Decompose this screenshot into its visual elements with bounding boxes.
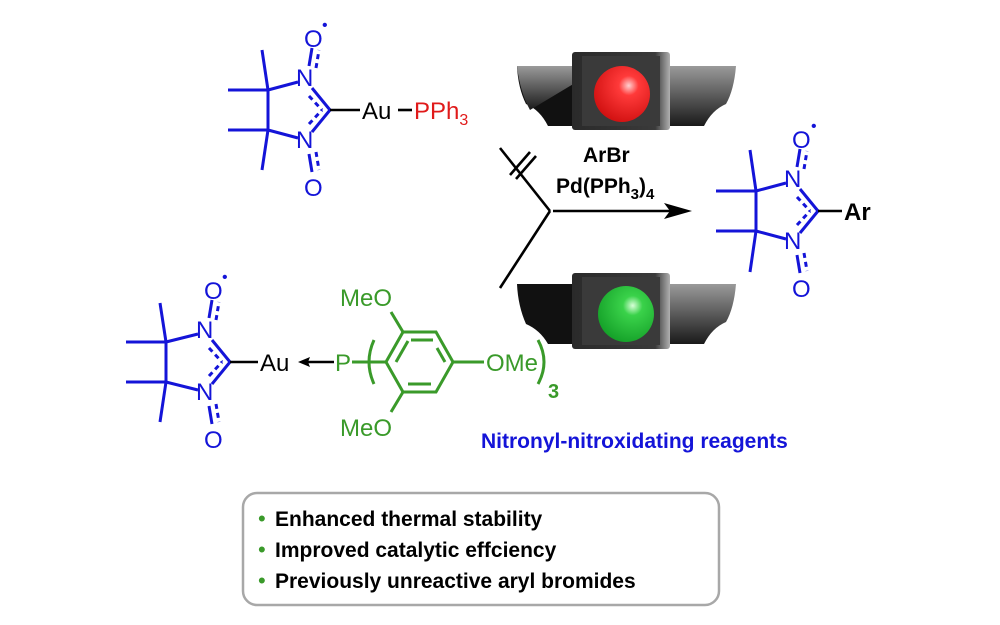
bullet-icon: • xyxy=(258,537,266,562)
n-o-dash xyxy=(214,301,221,321)
gold-atom: Au xyxy=(260,350,289,377)
methoxy-group-para: OMe xyxy=(486,350,538,377)
product-structure: N N O O • Ar xyxy=(716,118,871,303)
methyl-bond xyxy=(748,230,758,273)
aromatic-bond xyxy=(435,347,447,363)
bullet-icon: • xyxy=(258,506,266,531)
n-o-bond xyxy=(207,299,214,319)
triphenylphosphine-ligand: PPh3 xyxy=(414,98,468,129)
delocalized-bond xyxy=(307,108,324,126)
ring-bond xyxy=(267,80,299,92)
blocked-pathway-line xyxy=(498,147,552,212)
ortho-methoxy-bond xyxy=(389,311,405,333)
reagent-label: ArBr xyxy=(583,144,630,167)
benefit-item: • Improved catalytic effciency xyxy=(258,537,557,562)
active-pathway-line xyxy=(498,210,552,289)
aryl-group-label: Ar xyxy=(844,199,871,226)
ring-bond xyxy=(310,109,332,133)
methyl-bond xyxy=(158,381,168,423)
signal-go-icon xyxy=(517,273,736,349)
delocalized-bond xyxy=(307,94,324,112)
oxygen-atom: O xyxy=(792,276,811,303)
delocalized-bond xyxy=(207,360,224,378)
benefit-item: • Enhanced thermal stability xyxy=(258,506,543,531)
n-o-dash xyxy=(314,151,321,171)
nitrogen-atom: N xyxy=(196,379,213,406)
phosphorus-atom: P xyxy=(335,350,351,377)
gold-atom: Au xyxy=(362,98,391,125)
delocalized-bond xyxy=(795,195,812,213)
signal-stop-icon xyxy=(517,52,736,130)
dative-arrowhead xyxy=(298,357,310,367)
methoxy-group-top: MeO xyxy=(340,285,392,312)
methoxy-group-bottom: MeO xyxy=(340,415,392,442)
n-o-bond xyxy=(307,153,314,173)
ring-bond xyxy=(165,332,199,344)
radical-dot: • xyxy=(811,118,817,135)
oxygen-atom: O xyxy=(304,26,323,53)
n-o-dash xyxy=(314,49,321,69)
red-light xyxy=(594,66,650,122)
ring-bond xyxy=(798,188,820,212)
blocked-mark-icon xyxy=(515,155,537,180)
aromatic-bond xyxy=(394,340,410,363)
ring-bond xyxy=(165,380,199,392)
reagent-bottom-structure: N N O O • Au P MeO MeO OMe 3 xyxy=(126,269,559,454)
reagent-caption: Nitronyl-nitroxidating reagents xyxy=(481,430,788,453)
blocked-mark-icon xyxy=(509,151,531,176)
nitrogen-atom: N xyxy=(784,166,801,193)
reagent-top-structure: N N O O • Au PPh3 xyxy=(228,17,468,202)
n-o-bond xyxy=(207,405,214,425)
radical-dot: • xyxy=(222,269,228,286)
methyl-bond xyxy=(158,302,168,343)
reaction-arrow xyxy=(498,147,692,289)
oxygen-atom: O xyxy=(792,127,811,154)
green-light xyxy=(598,286,654,342)
methyl-bond xyxy=(748,149,758,192)
delocalized-bond xyxy=(795,209,812,227)
ring-bond xyxy=(755,229,787,241)
oxygen-atom: O xyxy=(204,278,223,305)
methyl-bond xyxy=(260,49,270,91)
multiplier-subscript: 3 xyxy=(548,381,559,403)
ring-bond xyxy=(210,361,232,385)
nitrogen-atom: N xyxy=(784,228,801,255)
oxygen-atom: O xyxy=(304,175,323,202)
n-o-dash xyxy=(802,252,809,272)
nitrogen-atom: N xyxy=(196,317,213,344)
benefit-text: Previously unreactive aryl bromides xyxy=(275,570,636,593)
ring-bond xyxy=(755,181,787,193)
ring-bond xyxy=(267,128,299,140)
nitrogen-atom: N xyxy=(296,127,313,154)
delocalized-bond xyxy=(207,346,224,364)
radical-dot: • xyxy=(322,17,328,34)
n-o-dash xyxy=(802,150,809,170)
n-o-bond xyxy=(307,47,314,67)
benefit-text: Improved catalytic effciency xyxy=(275,539,557,562)
ring-bond xyxy=(210,339,232,363)
nitrogen-atom: N xyxy=(296,65,313,92)
benefit-item: • Previously unreactive aryl bromides xyxy=(258,568,636,593)
ring-bond xyxy=(310,87,332,111)
bullet-icon: • xyxy=(258,568,266,593)
catalyst-label: Pd(PPh3)4 xyxy=(556,175,655,203)
benefits-box: • Enhanced thermal stability • Improved … xyxy=(241,491,721,607)
benefit-text: Enhanced thermal stability xyxy=(275,508,543,531)
ortho-methoxy-bond xyxy=(389,391,405,413)
n-o-bond xyxy=(795,254,802,274)
ring-bond xyxy=(798,210,820,234)
methyl-bond xyxy=(260,129,270,171)
arrowhead-icon xyxy=(664,203,692,219)
right-bracket xyxy=(536,339,546,385)
oxygen-atom: O xyxy=(204,427,223,454)
n-o-bond xyxy=(795,148,802,168)
n-o-dash xyxy=(214,403,221,423)
